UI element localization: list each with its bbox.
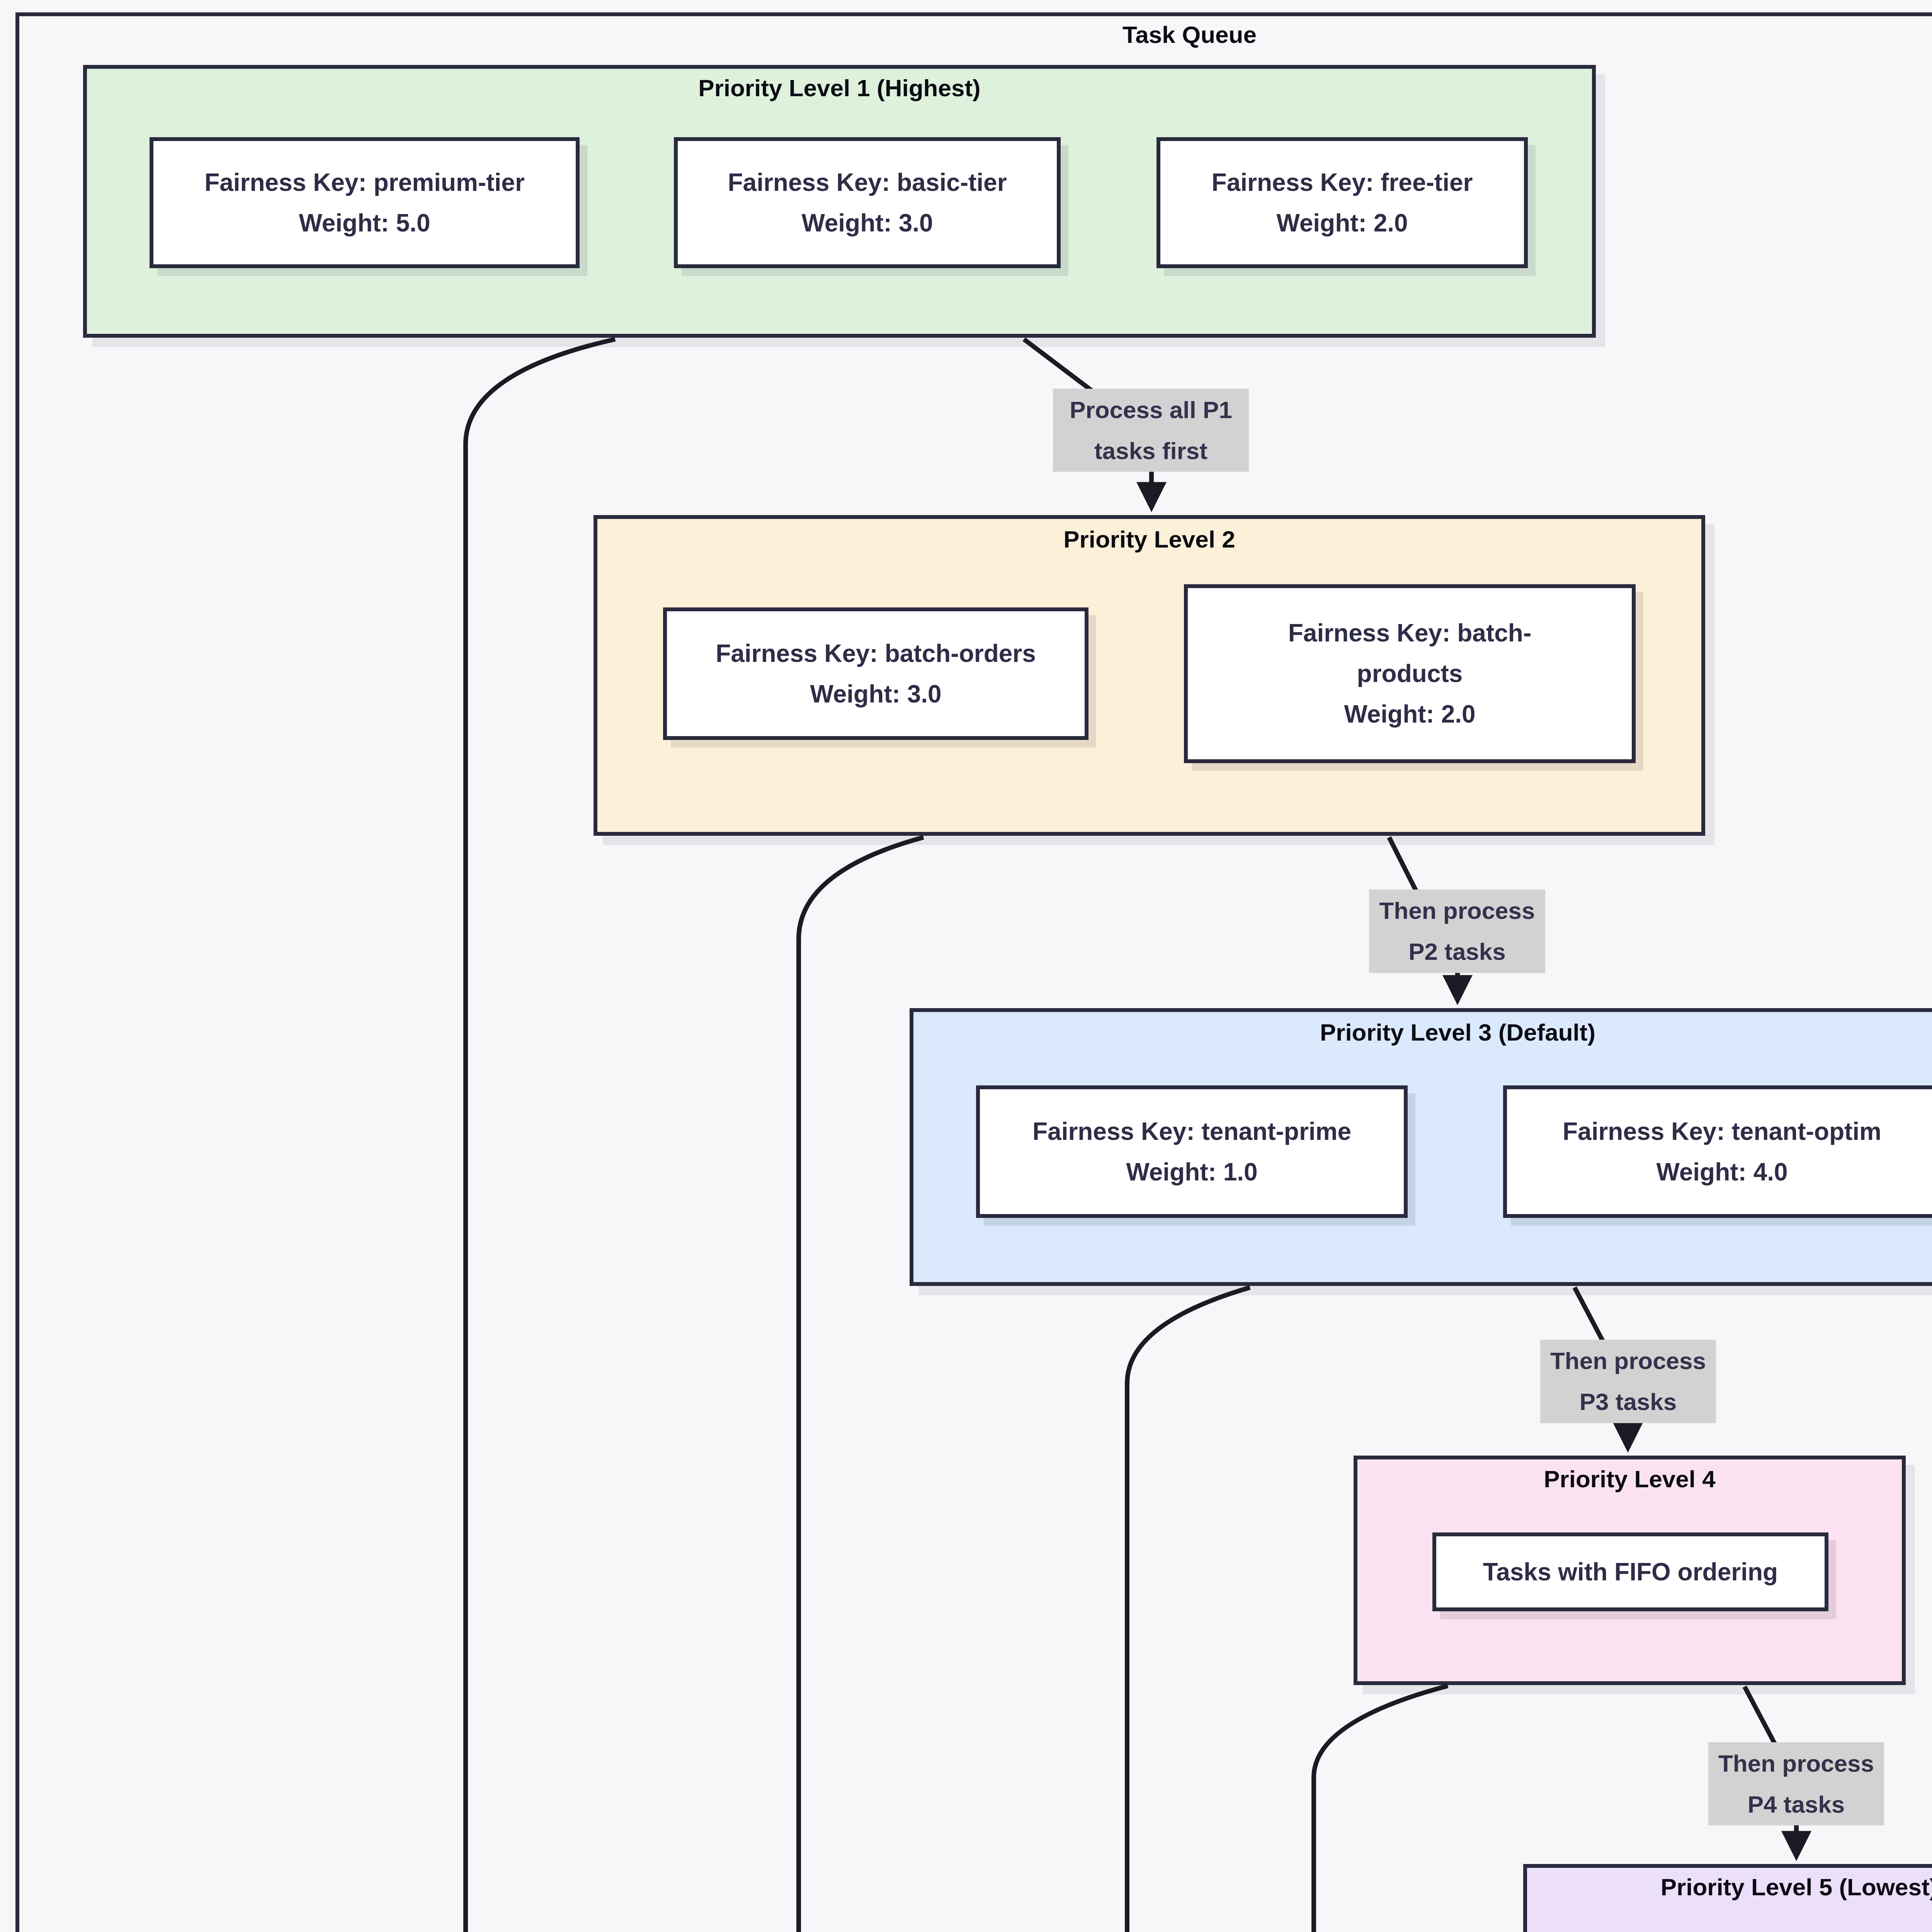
node-line: Weight: 1.0 [1126,1152,1257,1192]
node-fifo-p4: Tasks with FIFO ordering [1432,1532,1828,1611]
task-queue-title: Task Queue [15,21,1932,48]
edge-label-line: P2 tasks [1408,931,1506,972]
edge-label-line: Then process [1550,1340,1706,1381]
priority-level-3-title: Priority Level 3 (Default) [910,1019,1932,1046]
node-free-tier: Fairness Key: free-tier Weight: 2.0 [1156,137,1528,268]
edge-label-process-p1: Process all P1 tasks first [1053,389,1249,472]
priority-level-5-title: Priority Level 5 (Lowest) [1523,1873,1932,1901]
edge-label-line: Then process [1379,890,1535,931]
priority-level-2-title: Priority Level 2 [594,526,1705,553]
node-line: Fairness Key: free-tier [1212,162,1473,203]
node-line: Fairness Key: batch-orders [716,633,1036,674]
node-tenant-optim: Fairness Key: tenant-optim Weight: 4.0 [1503,1085,1932,1218]
node-line: Weight: 2.0 [1344,694,1475,735]
node-basic-tier: Fairness Key: basic-tier Weight: 3.0 [674,137,1061,268]
node-line: products [1357,653,1463,694]
edge-label-line: Process all P1 [1070,389,1232,430]
node-line: Weight: 3.0 [810,674,941,714]
node-line: Weight: 5.0 [299,203,430,243]
edge-label-line: P3 tasks [1580,1381,1677,1422]
node-tenant-prime: Fairness Key: tenant-prime Weight: 1.0 [976,1085,1408,1218]
node-line: Fairness Key: premium-tier [204,162,525,203]
priority-level-1-title: Priority Level 1 (Highest) [83,74,1596,102]
node-batch-products: Fairness Key: batch- products Weight: 2.… [1184,584,1636,763]
node-line: Weight: 3.0 [801,203,933,243]
edge-label-line: tasks first [1094,430,1208,471]
edge-label-line: P4 tasks [1748,1784,1845,1825]
node-batch-orders: Fairness Key: batch-orders Weight: 3.0 [663,607,1088,740]
edge-label-then-p2: Then process P2 tasks [1369,889,1545,973]
priority-level-4-title: Priority Level 4 [1354,1465,1906,1493]
edge-label-line: Then process [1718,1743,1874,1784]
node-line: Fairness Key: tenant-prime [1032,1111,1351,1152]
node-premium-tier: Fairness Key: premium-tier Weight: 5.0 [150,137,580,268]
node-line: Fairness Key: tenant-optim [1563,1111,1881,1152]
node-line: Tasks with FIFO ordering [1483,1558,1778,1585]
edge-label-then-p3: Then process P3 tasks [1540,1340,1716,1423]
node-line: Weight: 2.0 [1276,203,1408,243]
node-line: Fairness Key: basic-tier [728,162,1007,203]
node-line: Weight: 4.0 [1656,1152,1787,1192]
node-line: Fairness Key: batch- [1288,613,1532,653]
edge-label-then-p4: Then process P4 tasks [1708,1742,1884,1825]
